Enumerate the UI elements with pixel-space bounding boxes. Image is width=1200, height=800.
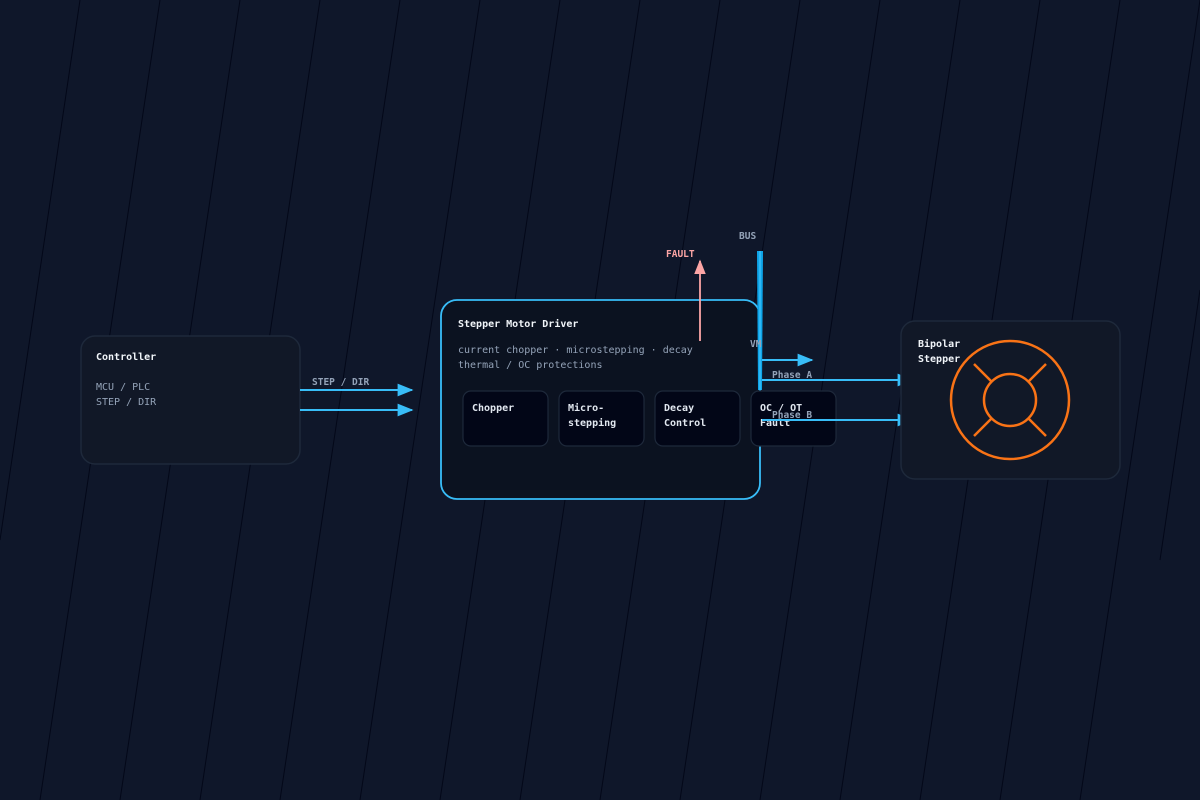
fault-label: FAULT [666, 249, 695, 260]
step-dir-label: STEP / DIR [312, 377, 369, 388]
motor-title-2: Stepper [918, 354, 960, 365]
controller-box [80, 335, 301, 465]
fault-block-label-2: Fault [760, 418, 790, 429]
step-dir-signals: STEP / DIR [300, 377, 414, 417]
controller-title: Controller [96, 352, 156, 363]
fault-output: FAULT [666, 249, 706, 341]
bus-label: BUS [739, 231, 756, 242]
motor-title-1: Bipolar [918, 338, 960, 350]
phase-a-label: Phase A [772, 370, 812, 381]
supply-bus: BUS VM [739, 231, 814, 390]
motor-block: Bipolar Stepper [900, 320, 1121, 480]
phase-outputs: Phase A Phase B [762, 370, 914, 427]
phase-b-label: Phase B [772, 410, 812, 421]
driver-subblock-decay: Decay Control [654, 390, 741, 447]
chopper-label: Chopper [472, 403, 514, 414]
decay-label-1: Decay [664, 403, 694, 414]
driver-subblock-chopper: Chopper [462, 390, 549, 447]
vm-label: VM [750, 339, 762, 350]
driver-description-1: current chopper · microstepping · decay [458, 345, 693, 356]
decay-label-2: Control [664, 418, 706, 429]
driver-block: Stepper Motor Driver current chopper · m… [440, 299, 837, 500]
microstepping-label-1: Micro- [568, 402, 604, 414]
driver-description-2: thermal / OC protections [458, 360, 603, 371]
driver-title: Stepper Motor Driver [458, 318, 578, 330]
driver-subblock-microstepping: Micro- stepping [558, 390, 645, 447]
fault-block-label-1: OC / OT [760, 403, 802, 414]
controller-line-1: MCU / PLC [96, 382, 150, 393]
microstepping-label-2: stepping [568, 417, 616, 429]
controller-block: Controller MCU / PLC STEP / DIR [80, 335, 301, 465]
motor-box [900, 320, 1121, 480]
stepper-motor-icon [949, 339, 1071, 461]
controller-line-2: STEP / DIR [96, 397, 157, 408]
driver-subblock-fault: OC / OT Fault [750, 390, 837, 447]
